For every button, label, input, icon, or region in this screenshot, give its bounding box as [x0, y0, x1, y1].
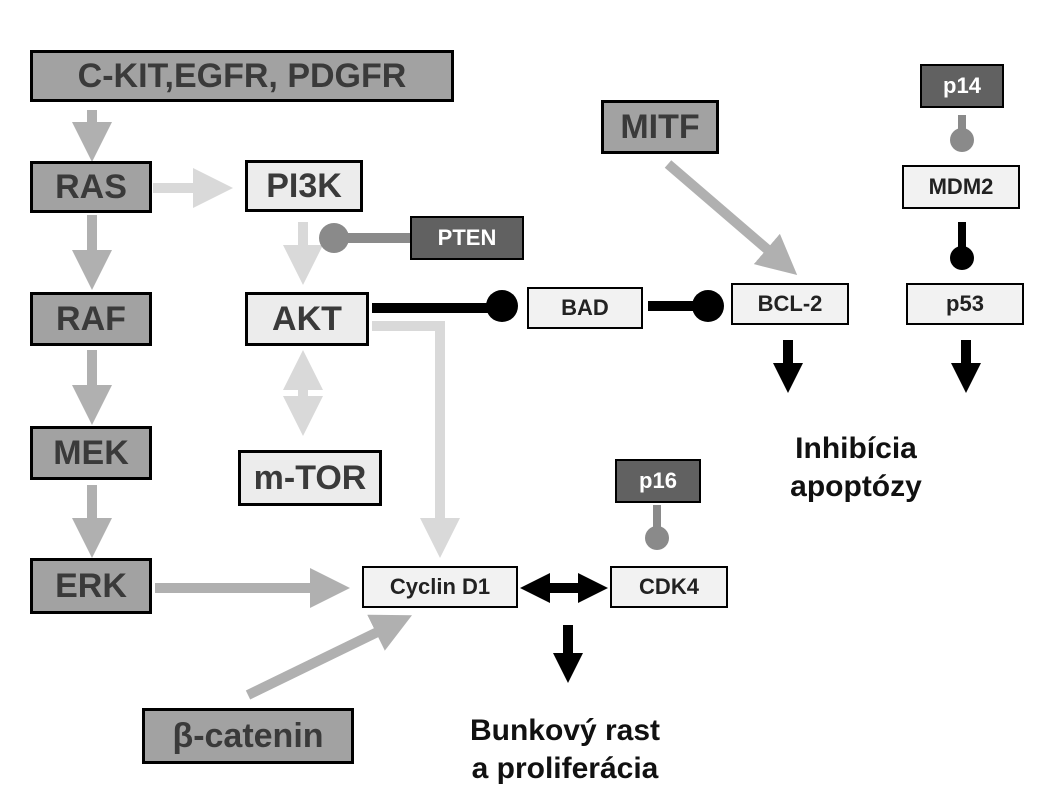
inhibition-pten-to-akt-head: [319, 223, 349, 253]
arrow-mitf-to-bcl2: [664, 160, 798, 276]
node-p14: p14: [920, 64, 1004, 108]
node-p53: p53: [906, 283, 1024, 325]
arrow-akt-to-cyclin-d1: [372, 321, 460, 558]
node-pten: PTEN: [410, 216, 524, 260]
inhibition-bad-to-bcl2-head: [692, 290, 724, 322]
node-erk: ERK: [30, 558, 152, 614]
outcome-apoptosis-line1: Inhibícia: [795, 432, 917, 465]
node-ras: RAS: [30, 161, 152, 213]
inhibition-p16-to-cdk4-head: [645, 526, 669, 550]
outcome-cell-growth: Bunkový rast a proliferácia: [440, 712, 690, 788]
node-pi3k: PI3K: [245, 160, 363, 212]
arrow-beta-catenin-to-cyclin-d1: [245, 614, 412, 700]
outcome-growth-line1: Bunkový rast: [469, 714, 661, 747]
node-cyclin-d1: Cyclin D1: [362, 566, 518, 608]
node-p16: p16: [615, 459, 701, 503]
outcome-apoptosis-line2: apoptózy: [790, 470, 922, 503]
node-akt: AKT: [245, 292, 369, 346]
node-raf: RAF: [30, 292, 152, 346]
node-receptors: C-KIT,EGFR, PDGFR: [30, 50, 454, 102]
inhibition-p14-to-mdm2-head: [950, 128, 974, 152]
node-bad: BAD: [527, 287, 643, 329]
inhibition-akt-to-bad-head: [486, 290, 518, 322]
node-mtor: m-TOR: [238, 450, 382, 506]
node-bcl2: BCL-2: [731, 283, 849, 325]
outcome-apoptosis-inhibition: Inhibícia apoptózy: [756, 430, 956, 506]
node-mitf: MITF: [601, 100, 719, 154]
outcome-growth-line2: a proliferácia: [471, 752, 659, 785]
node-cdk4: CDK4: [610, 566, 728, 608]
node-mdm2: MDM2: [902, 165, 1020, 209]
node-mek: MEK: [30, 426, 152, 480]
inhibition-mdm2-to-p53-head: [950, 246, 974, 270]
node-beta-catenin: β-catenin: [142, 708, 354, 764]
